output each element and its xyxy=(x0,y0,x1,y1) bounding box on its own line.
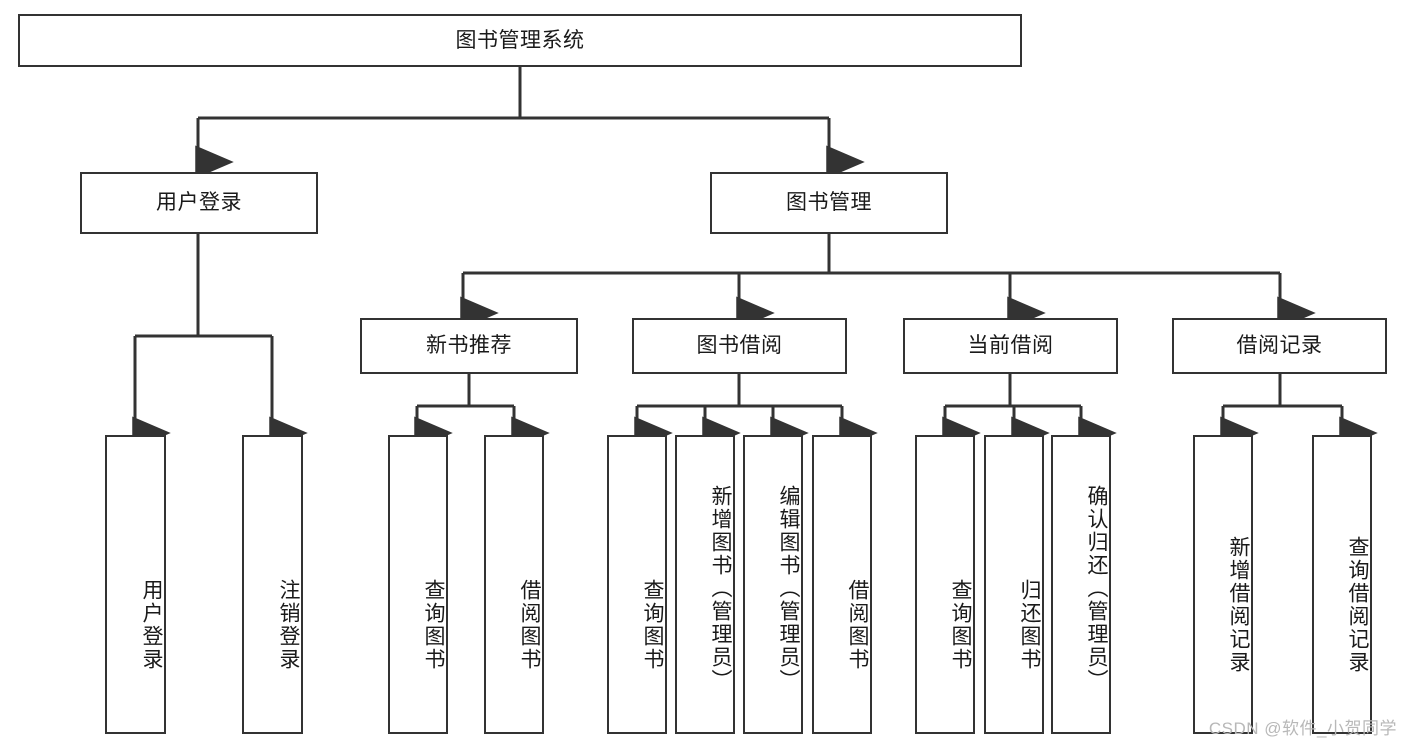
node-user-login-label: 用户登录 xyxy=(156,191,242,215)
watermark-text: CSDN @软件_小贺同学 xyxy=(1208,719,1397,738)
node-user-login[interactable]: 用户登录 xyxy=(80,172,318,234)
node-leaf-return-book[interactable]: 归还图书 xyxy=(984,435,1044,734)
node-root[interactable]: 图书管理系统 xyxy=(18,14,1022,67)
node-leaf-query-book-3-label: 查询图书 xyxy=(949,578,972,671)
node-leaf-edit-book-label: 编辑图书（管理员） xyxy=(777,485,800,692)
node-leaf-query-record[interactable]: 查询借阅记录 xyxy=(1312,435,1372,734)
node-leaf-add-record-label: 新增借阅记录 xyxy=(1227,535,1250,674)
node-borrow-record-label: 借阅记录 xyxy=(1236,334,1323,358)
node-book-manage-label: 图书管理 xyxy=(786,191,872,215)
node-book-borrow-label: 图书借阅 xyxy=(696,334,783,358)
node-leaf-borrow-book-2-label: 借阅图书 xyxy=(846,578,869,671)
node-leaf-confirm-return-label: 确认归还（管理员） xyxy=(1085,485,1108,692)
node-leaf-query-book-2[interactable]: 查询图书 xyxy=(607,435,667,734)
node-new-book-recommend[interactable]: 新书推荐 xyxy=(360,318,578,374)
node-leaf-logout-label: 注销登录 xyxy=(277,578,300,671)
node-leaf-query-book-1[interactable]: 查询图书 xyxy=(388,435,448,734)
node-leaf-return-book-label: 归还图书 xyxy=(1018,578,1041,671)
node-leaf-borrow-book-1-label: 借阅图书 xyxy=(518,578,541,671)
node-leaf-query-book-3[interactable]: 查询图书 xyxy=(915,435,975,734)
node-leaf-user-login-label: 用户登录 xyxy=(140,578,163,671)
node-leaf-logout[interactable]: 注销登录 xyxy=(242,435,303,734)
node-leaf-add-record[interactable]: 新增借阅记录 xyxy=(1193,435,1253,734)
node-borrow-record[interactable]: 借阅记录 xyxy=(1172,318,1387,374)
node-book-borrow[interactable]: 图书借阅 xyxy=(632,318,847,374)
node-book-manage[interactable]: 图书管理 xyxy=(710,172,948,234)
node-current-borrow[interactable]: 当前借阅 xyxy=(903,318,1118,374)
node-leaf-add-book-label: 新增图书（管理员） xyxy=(709,485,732,692)
node-leaf-confirm-return[interactable]: 确认归还（管理员） xyxy=(1051,435,1111,734)
node-leaf-borrow-book-2[interactable]: 借阅图书 xyxy=(812,435,872,734)
node-leaf-query-book-1-label: 查询图书 xyxy=(422,578,445,671)
node-leaf-add-book[interactable]: 新增图书（管理员） xyxy=(675,435,735,734)
node-leaf-borrow-book-1[interactable]: 借阅图书 xyxy=(484,435,544,734)
node-leaf-edit-book[interactable]: 编辑图书（管理员） xyxy=(743,435,803,734)
node-leaf-query-record-label: 查询借阅记录 xyxy=(1346,535,1369,674)
node-leaf-query-book-2-label: 查询图书 xyxy=(641,578,664,671)
node-root-label: 图书管理系统 xyxy=(455,28,585,52)
node-leaf-user-login[interactable]: 用户登录 xyxy=(105,435,166,734)
node-current-borrow-label: 当前借阅 xyxy=(967,334,1054,358)
node-new-book-recommend-label: 新书推荐 xyxy=(426,334,512,358)
